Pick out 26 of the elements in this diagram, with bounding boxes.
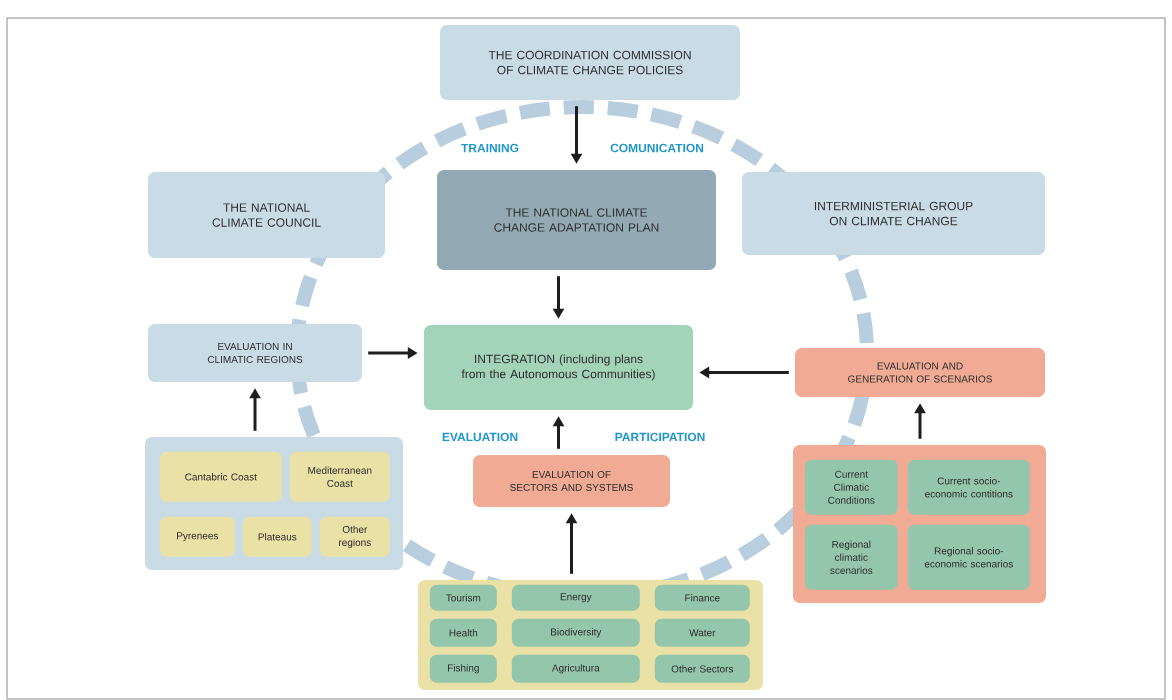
flow-label: EVALUATION bbox=[442, 432, 518, 442]
sector-cell: Biodiversity bbox=[511, 618, 640, 647]
sector-cell: Other Sectors bbox=[654, 654, 750, 683]
region-cell: Mediterranean Coast bbox=[289, 451, 390, 502]
flow-label: COMUNICATION bbox=[610, 143, 704, 153]
evaluation-box: EVALUATION IN CLIMATIC REGIONS bbox=[148, 324, 362, 382]
sector-cell: Agricultura bbox=[511, 654, 640, 683]
sector-cell: Energy bbox=[511, 584, 640, 611]
region-cell: Pyrenees bbox=[159, 516, 235, 557]
region-cell: Other regions bbox=[319, 516, 390, 557]
evaluation-box: EVALUATION OF SECTORS AND SYSTEMS bbox=[473, 455, 670, 507]
region-cell: Plateaus bbox=[242, 516, 312, 557]
region-cell: Cantabric Coast bbox=[159, 451, 282, 502]
flow-label: PARTICIPATION bbox=[615, 432, 705, 442]
flow-label: TRAINING bbox=[461, 143, 519, 153]
sector-cell: Water bbox=[654, 618, 750, 647]
scenario-cell: Current socio-economic contitions bbox=[907, 459, 1030, 515]
group-box: INTERMINISTERIAL GROUP ON CLIMATE CHANGE bbox=[742, 172, 1045, 255]
scenario-cell: Current Climatic Conditions bbox=[804, 459, 898, 515]
plan-box: THE NATIONAL CLIMATE CHANGE ADAPTATION PLAN bbox=[437, 170, 716, 270]
scenario-cell: Regional socio-economic scenarios bbox=[907, 524, 1030, 590]
commission-box: THE COORDINATION COMMISSION OF CLIMATE CHANGE POLICIES bbox=[440, 25, 740, 100]
evaluation-box: EVALUATION AND GENERATION OF SCENARIOS bbox=[795, 348, 1045, 397]
integration-box: INTEGRATION (including plans from the Autonomous Communities) bbox=[424, 325, 693, 410]
scenario-cell: Regional climatic scenarios bbox=[804, 524, 898, 590]
council-box: THE NATIONAL CLIMATE COUNCIL bbox=[148, 172, 385, 258]
